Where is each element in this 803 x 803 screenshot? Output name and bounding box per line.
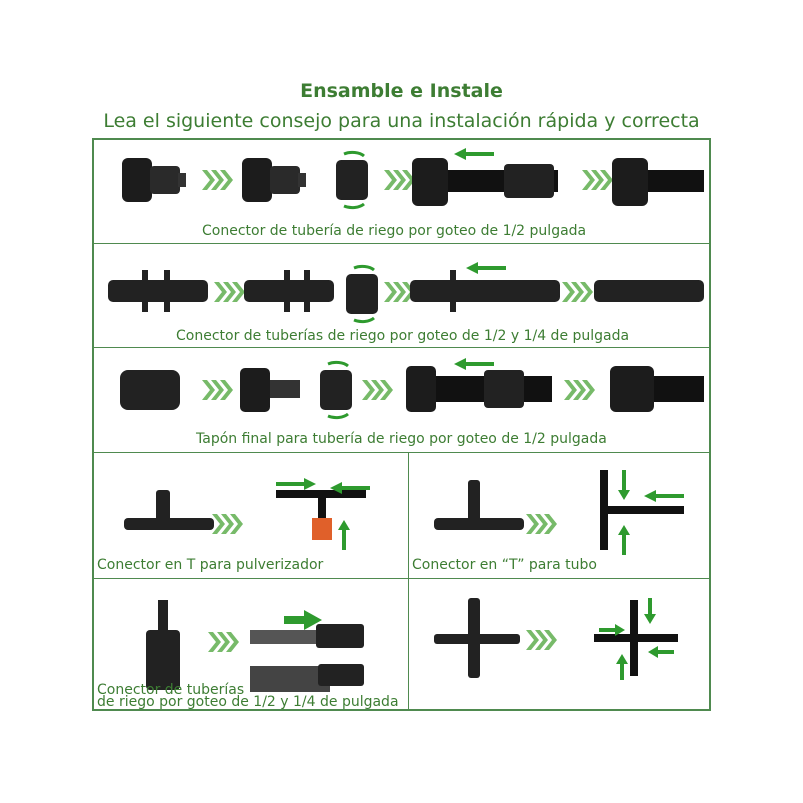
caption-end-cap: Tapón final para tubería de riego por go… xyxy=(196,431,607,447)
guide-frame: Conector de tubería de riego por goteo d… xyxy=(92,138,711,711)
illustrations xyxy=(108,148,704,692)
caption-line-2: de riego por goteo de 1/2 y 1/4 de pulga… xyxy=(97,694,399,710)
row-1-illustration xyxy=(122,148,704,210)
caption-tube-connector: Conector de tuberías de riego por goteo … xyxy=(97,682,399,710)
caption-half-inch-connector: Conector de tubería de riego por goteo d… xyxy=(202,223,587,239)
row-4-illustration xyxy=(124,470,684,555)
divider xyxy=(92,578,711,580)
caption-t-sprayer: Conector en T para pulverizador xyxy=(97,557,324,573)
caption-line-1: Conector de tuberías xyxy=(97,682,245,698)
divider xyxy=(408,452,410,711)
page-title: Ensamble e Instale xyxy=(300,80,503,102)
caption-t-tube: Conector en “T” para tubo xyxy=(412,557,597,573)
divider xyxy=(92,243,711,245)
row-5-illustration xyxy=(146,598,678,692)
divider xyxy=(92,452,711,454)
divider xyxy=(92,347,711,349)
row-3-illustration xyxy=(120,358,704,420)
row-2-illustration xyxy=(108,262,704,324)
page-subtitle: Lea el siguiente consejo para una instal… xyxy=(103,110,700,132)
caption-reducer-connector: Conector de tuberías de riego por goteo … xyxy=(176,328,630,344)
